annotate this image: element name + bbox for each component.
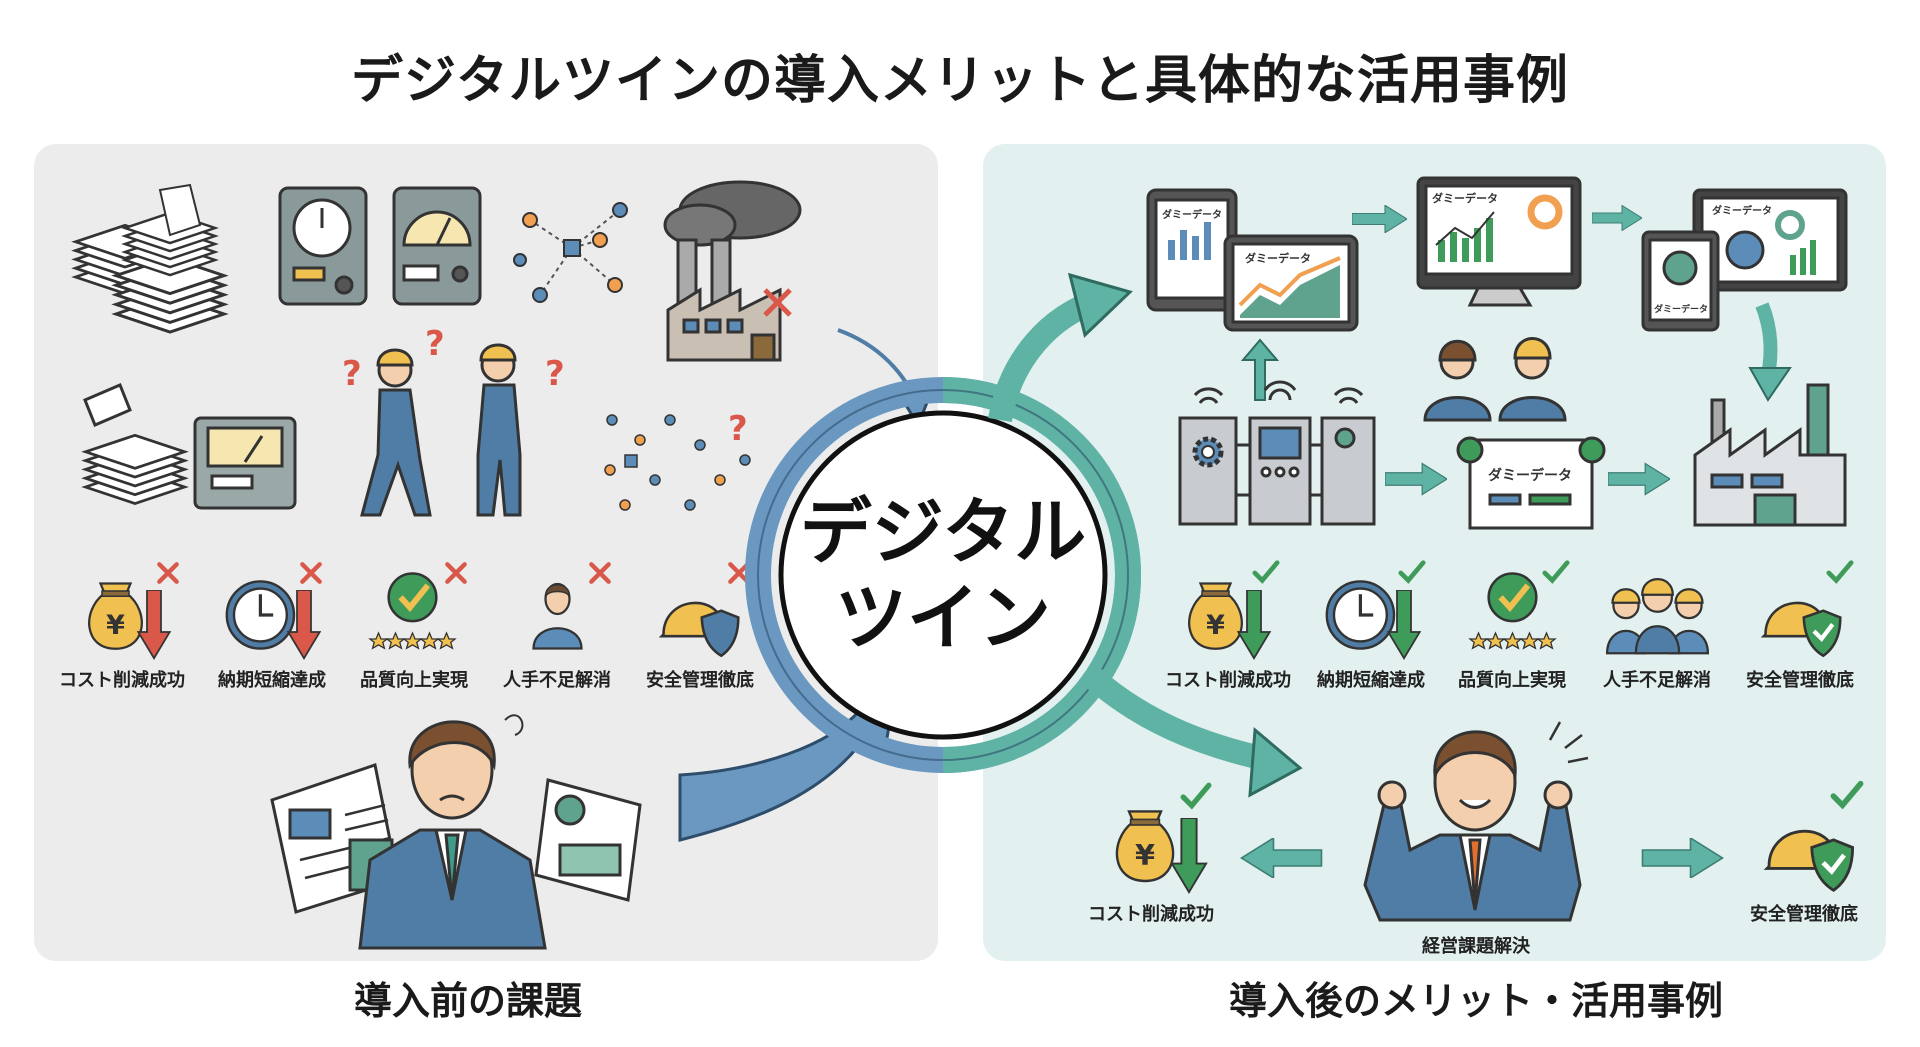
dummy-data-label: ダミーデータ	[1654, 303, 1708, 315]
before-caption: 導入前の課題	[353, 979, 583, 1023]
flow-arrow	[1352, 205, 1407, 233]
flow-arrow	[1592, 205, 1642, 231]
issue-label: 品質向上実現	[360, 670, 468, 691]
paper-stacks-illustration	[74, 183, 226, 334]
digital-twin-label: デジタル ツイン	[800, 489, 1087, 661]
money-bag-yen-icon	[87, 564, 176, 660]
dummy-data-label: ダミーデータ	[1245, 251, 1311, 265]
result-center-label: 経営課題解決	[1422, 936, 1530, 957]
twin-to-results-arrow	[1081, 666, 1273, 772]
issue-label: 安全管理徹底	[646, 670, 754, 691]
iot-machines-illustration	[1178, 380, 1376, 526]
clock-icon	[225, 564, 320, 660]
svg-text:?: ?	[342, 354, 362, 394]
papers-and-meter-illustration	[83, 383, 297, 510]
digital-twin-label-line1: デジタル	[799, 490, 1087, 574]
tablets-dashboard-illustration: ダミーデータ ダミーデータ	[1146, 188, 1359, 332]
happy-staff-illustration	[1423, 337, 1567, 422]
workers-group-icon	[1605, 577, 1710, 655]
worried-businessman-illustration	[270, 714, 642, 950]
polluting-factory-illustration	[663, 180, 802, 362]
svg-text:?: ?	[425, 324, 445, 364]
dashboard-to-factory-arrowhead	[1748, 367, 1792, 402]
before-issue-icons	[87, 564, 748, 660]
after-caption: 導入後のメリット・活用事例	[1228, 979, 1724, 1023]
helmet-shield-icon	[660, 564, 748, 658]
scattered-data-illustration: ?	[604, 409, 751, 511]
benefit-label: 人手不足解消	[1603, 670, 1711, 691]
schedule-document-illustration: ダミーデータ	[1456, 436, 1606, 530]
svg-text:?: ?	[728, 409, 748, 449]
issue-label: コスト削減成功	[59, 670, 185, 691]
quality-check-stars-icon	[370, 564, 465, 648]
digital-twin-cycle	[745, 377, 1141, 773]
clock-icon	[1325, 563, 1423, 660]
smart-factory-illustration	[1693, 383, 1847, 527]
benefit-label: コスト削減成功	[1165, 670, 1291, 691]
issue-label: 人手不足解消	[503, 670, 611, 691]
helmet-shield-icon	[1764, 563, 1851, 656]
result-cost-reduction-icon	[1115, 785, 1209, 894]
disconnected-network-illustration	[513, 202, 628, 303]
dummy-data-label: ダミーデータ	[1162, 208, 1222, 221]
benefit-label: 納期短縮達成	[1317, 670, 1425, 691]
confused-workers-illustration: ? ? ?	[342, 324, 565, 517]
machines-to-tablet-arrow	[1240, 338, 1280, 401]
result-safety-icon	[1767, 784, 1861, 891]
result-left-label: コスト削減成功	[1088, 904, 1214, 925]
money-bag-yen-icon	[1187, 563, 1277, 660]
page-title: デジタルツインの導入メリットと具体的な活用事例	[351, 51, 1569, 111]
flow-arrow	[1608, 462, 1670, 496]
monitor-dashboard-illustration: ダミーデータ	[1416, 176, 1582, 307]
dummy-data-label: ダミーデータ	[1712, 204, 1772, 217]
dummy-data-label: ダミーデータ	[1488, 467, 1572, 484]
after-benefit-icons	[1187, 563, 1851, 660]
dummy-data-label: ダミーデータ	[1432, 191, 1498, 205]
twin-to-results-arrowhead	[1248, 726, 1303, 798]
multi-device-dashboard-illustration: ダミーデータ ダミーデータ	[1641, 188, 1848, 332]
benefit-label: 安全管理徹底	[1746, 670, 1854, 691]
flow-arrow	[1385, 462, 1447, 496]
confident-businessman-illustration	[1363, 721, 1589, 922]
person-icon	[532, 564, 609, 650]
quality-check-stars-icon	[1470, 563, 1567, 649]
digital-twin-label-line2: ツイン	[834, 576, 1051, 660]
issue-label: 納期短縮達成	[218, 670, 326, 691]
result-right-label: 安全管理徹底	[1750, 904, 1858, 925]
svg-text:?: ?	[545, 354, 565, 394]
result-right-arrow	[1641, 838, 1724, 878]
analog-gauge-panels-illustration	[278, 186, 482, 306]
result-left-arrow	[1240, 838, 1323, 878]
dashboard-to-factory-arrow	[1755, 302, 1778, 377]
twin-to-dashboard-arrowhead	[1067, 272, 1133, 338]
benefit-label: 品質向上実現	[1458, 670, 1566, 691]
